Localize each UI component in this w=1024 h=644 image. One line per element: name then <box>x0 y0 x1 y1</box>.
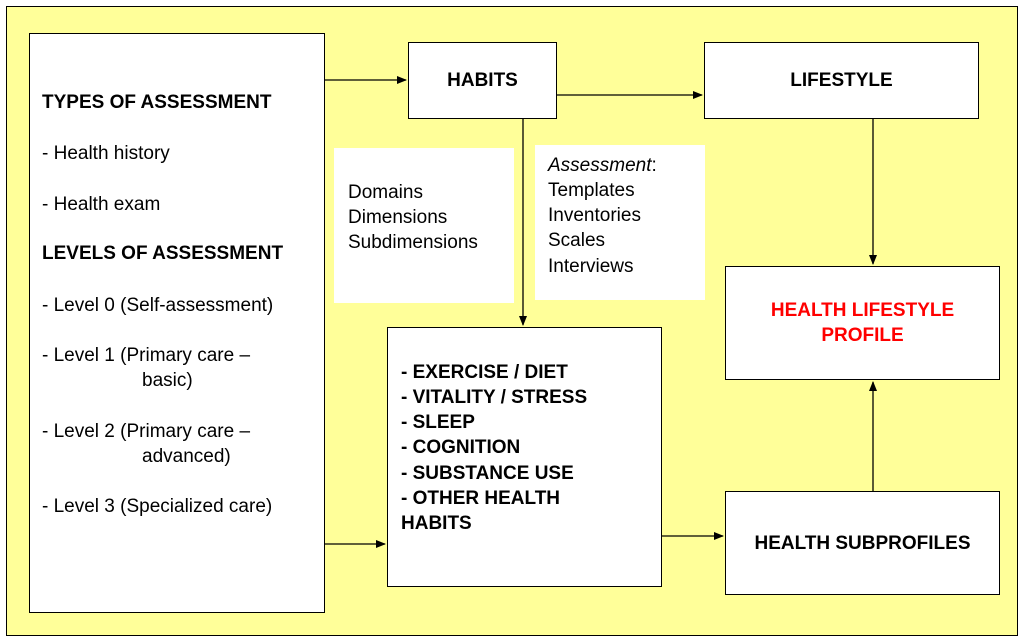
type-health-history: - Health history <box>42 143 170 164</box>
lifestyle-label: LIFESTYLE <box>790 70 893 91</box>
health-subprofiles-box: HEALTH SUBPROFILES <box>725 491 1000 595</box>
profile-line1: HEALTH LIFESTYLE <box>770 300 955 321</box>
tool-scales: Scales <box>548 230 606 251</box>
tool-inventories: Inventories <box>548 205 641 226</box>
habits-label: HABITS <box>447 70 518 91</box>
assessment-tools-note <box>535 145 705 300</box>
assessment-panel <box>29 33 325 613</box>
domains-note <box>334 148 514 303</box>
lifestyle-box: LIFESTYLE <box>704 42 979 119</box>
level-2-line2: advanced) <box>142 446 231 467</box>
assessment-colon: : <box>651 155 657 176</box>
levels-of-assessment-heading: LEVELS OF ASSESSMENT <box>42 243 284 264</box>
level-1-line2: basic) <box>142 370 193 391</box>
profile-line2: PROFILE <box>821 325 904 346</box>
level-3: - Level 3 (Specialized care) <box>42 496 273 517</box>
habit-list-box <box>387 327 662 587</box>
types-of-assessment-heading: TYPES OF ASSESSMENT <box>42 92 272 113</box>
habit-vitality-stress: - VITALITY / STRESS <box>401 387 588 408</box>
domains-item: Domains <box>348 182 423 203</box>
subdimensions-item: Subdimensions <box>348 232 478 253</box>
habit-substance-use: - SUBSTANCE USE <box>401 463 574 484</box>
assessment-tools-heading: Assessment: <box>548 155 657 177</box>
tool-templates: Templates <box>548 180 635 201</box>
tool-interviews: Interviews <box>548 256 634 277</box>
assessment-word: Assessment <box>548 155 652 176</box>
type-health-exam: - Health exam <box>42 194 161 215</box>
level-1-line1: - Level 1 (Primary care – <box>42 345 251 366</box>
subprofiles-label: HEALTH SUBPROFILES <box>754 532 971 554</box>
habit-cognition: - COGNITION <box>401 437 521 458</box>
health-lifestyle-profile-box: HEALTH LIFESTYLE PROFILE <box>725 266 1000 380</box>
level-2-line1: - Level 2 (Primary care – <box>42 421 251 442</box>
habit-sleep: - SLEEP <box>401 412 475 433</box>
habit-other-health-cont: HABITS <box>401 513 472 534</box>
level-0: - Level 0 (Self-assessment) <box>42 295 274 316</box>
habit-exercise-diet: - EXERCISE / DIET <box>401 362 568 383</box>
habit-other-health: - OTHER HEALTH <box>401 488 561 509</box>
dimensions-item: Dimensions <box>348 207 448 228</box>
habits-box: HABITS <box>408 42 557 119</box>
